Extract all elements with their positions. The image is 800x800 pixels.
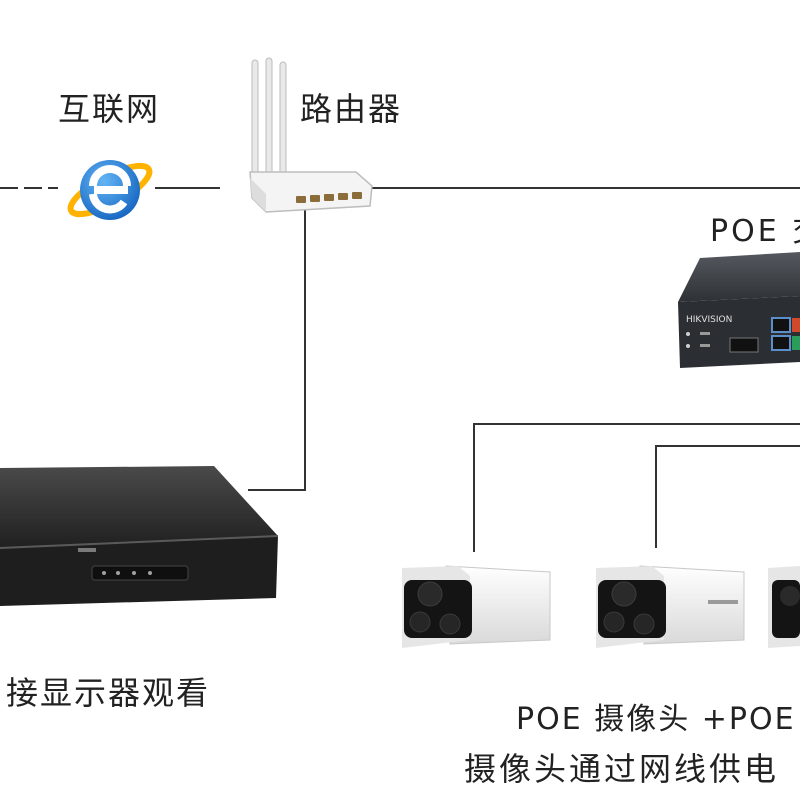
router-icon [249, 57, 373, 213]
poe-camera-3 [768, 566, 800, 648]
switch-button [729, 337, 759, 353]
internet-explorer-icon [67, 160, 153, 220]
camera-1-lens [417, 581, 443, 607]
poe-camera-1 [402, 565, 551, 648]
nvr-label: 接显示器观看 [6, 674, 211, 712]
nvr-front-panel [91, 565, 189, 581]
switch-front-face [678, 296, 800, 368]
switch-ports [771, 317, 800, 351]
camera-2-lens [611, 581, 637, 607]
internet-label: 互联网 [58, 90, 161, 128]
nvr-top-face [0, 466, 278, 548]
switch-top-face [678, 252, 800, 302]
router-ports [296, 192, 362, 203]
router-to-nvr-line [248, 208, 306, 491]
poe-switch-label: POE 交 [710, 214, 800, 249]
router-label: 路由器 [300, 90, 403, 128]
nvr-indicator-leds [102, 571, 152, 575]
poe-camera-2 [596, 565, 745, 648]
router-antenna-2 [265, 57, 273, 179]
camera-label-line2: 摄像头通过网线供电 [464, 750, 780, 788]
switch-to-camera-1-line [473, 423, 800, 552]
router-antenna-3 [279, 61, 287, 179]
connection-lines [0, 187, 800, 552]
nvr-recorder-icon [0, 466, 279, 606]
camera-label-line1: POE 摄像头 +POE [516, 702, 796, 737]
poe-switch-icon: HIKVISION [678, 252, 800, 368]
switch-to-camera-2-line [655, 445, 800, 548]
router-antenna-1 [251, 59, 259, 179]
switch-brand-logo: HIKVISION [686, 315, 732, 325]
